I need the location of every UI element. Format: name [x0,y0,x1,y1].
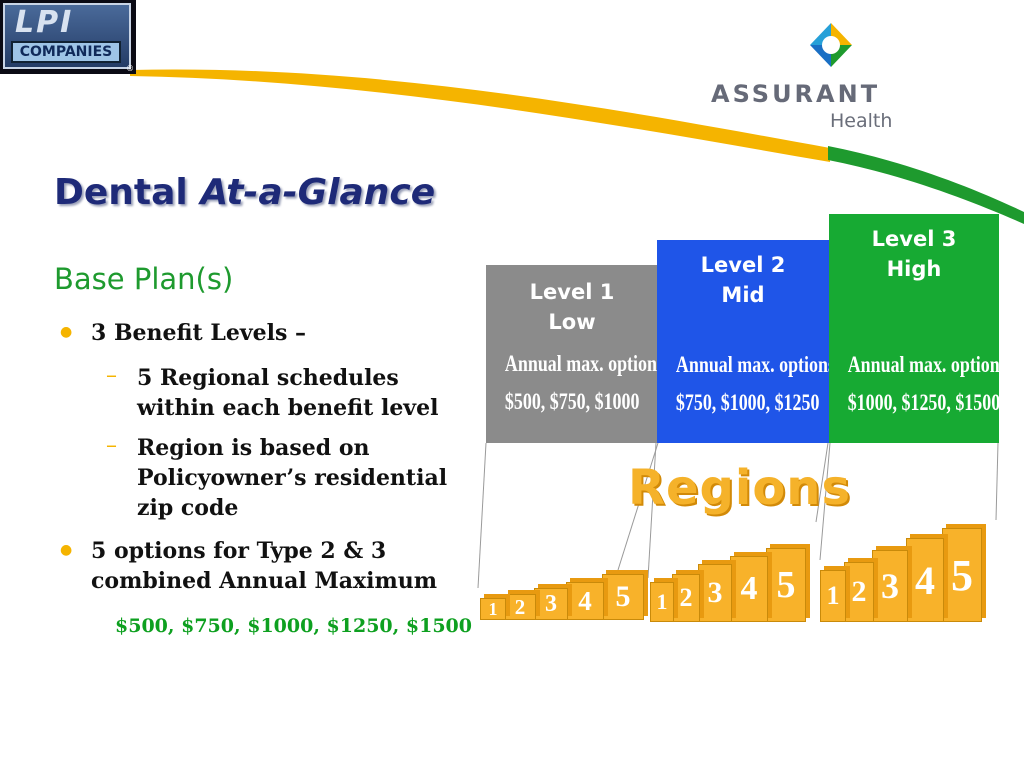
region-block-2-1: 1 [650,582,674,622]
level-max-values: $750, $1000, $1250 [675,390,820,415]
region-block-3-5: 5 [942,528,982,622]
region-block-1-4: 4 [566,582,604,620]
level-max-label: Annual max. options [847,352,1007,377]
bullet-dot-icon: ● [60,542,73,558]
level-name: Level 3 [871,227,957,251]
level-tier: Low [548,310,596,334]
lpi-logo-companies: COMPANIES [11,41,121,63]
level-connector-lines [477,442,999,589]
region-block-2-2: 2 [672,574,700,622]
bullet-benefit-levels: ● 3 Benefit Levels – [60,318,307,348]
assurant-logo-health: Health [830,110,893,132]
bullet-dot-icon: ● [60,324,73,340]
region-block-2-5: 5 [766,548,806,622]
region-block-1-5: 5 [602,574,644,620]
bullet-text: 5 options for Type 2 & 3 combined Annual… [91,538,438,594]
region-block-1-3: 3 [534,588,568,620]
region-block-3-1: 1 [820,570,846,622]
bullet-dash-icon: – [106,363,117,388]
page-subtitle: Base Plan(s) [54,262,234,296]
sub-bullet-regional-schedules: – 5 Regional schedules within each benef… [106,363,457,423]
assurant-logo-icon [808,22,854,68]
level-tier: Mid [721,283,765,307]
header-swoosh [130,69,1024,224]
sub-bullet-text: Region is based on Policyowner’s residen… [137,435,448,521]
annual-max-options-line: $500, $750, $1000, $1250, $1500 [115,615,472,637]
title-main: Dental [54,172,188,213]
sub-bullet-region-zip: – Region is based on Policyowner’s resid… [106,433,457,523]
regions-label: Regions [628,460,852,516]
bullet-dash-icon: – [106,433,117,458]
level-max-label: Annual max. options [675,352,835,377]
level-3-box: Level 3 High Annual max. options $1000, … [829,214,1007,443]
region-block-2-4: 4 [730,556,768,622]
region-block-1-1: 1 [480,598,506,620]
page-title: Dental At-a-Glance [54,172,435,213]
registered-mark: ® [126,64,134,73]
level-max-values: $1000, $1250, $1500 [847,390,1001,415]
region-block-3-3: 3 [872,550,908,622]
region-block-3-2: 2 [844,562,874,622]
assurant-logo-text: ASSURANT [711,80,881,108]
lpi-companies-logo: LPI COMPANIES ® [0,0,136,74]
bullet-annual-maximum: ● 5 options for Type 2 & 3 combined Annu… [60,536,481,596]
sub-bullet-text: 5 Regional schedules within each benefit… [137,365,439,421]
region-block-3-4: 4 [906,538,944,622]
level-tier: High [886,257,942,281]
level-2-box: Level 2 Mid Annual max. options $750, $1… [657,240,835,443]
title-italic: At-a-Glance [200,172,436,213]
bullet-text: 3 Benefit Levels – [91,320,307,346]
level-name: Level 2 [700,253,786,277]
region-block-1-2: 2 [504,594,536,620]
level-max-label: Annual max. options [504,351,664,376]
lpi-logo-text: LPI [15,5,74,40]
level-max-values: $500, $750, $1000 [504,389,640,414]
region-block-2-3: 3 [698,564,732,622]
level-name: Level 1 [529,280,615,304]
level-1-box: Level 1 Low Annual max. options $500, $7… [486,265,664,443]
